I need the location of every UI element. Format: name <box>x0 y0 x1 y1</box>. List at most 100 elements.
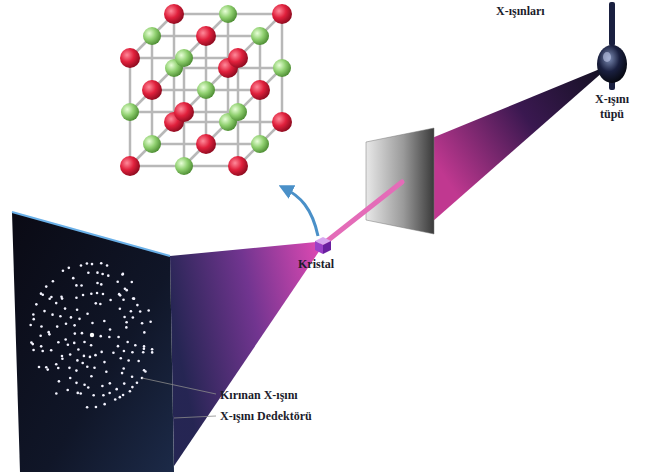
diffraction-spot <box>91 322 94 325</box>
diffraction-spot <box>141 322 144 325</box>
diffraction-spot <box>55 363 58 366</box>
diffraction-spot <box>101 385 104 388</box>
diffraction-spot <box>122 273 125 276</box>
diffraction-spot <box>32 318 35 321</box>
diffraction-spot <box>119 308 122 311</box>
diffraction-spot <box>121 372 124 375</box>
diffraction-spot <box>73 342 76 345</box>
diffraction-spot <box>35 303 38 306</box>
diffraction-spot <box>129 390 132 393</box>
diffraction-spot <box>67 343 70 346</box>
crystal-lattice <box>120 4 292 176</box>
xray-tube <box>597 2 627 90</box>
lattice-atom <box>164 4 184 24</box>
diffraction-spot <box>70 316 73 319</box>
diffraction-spot <box>132 297 135 300</box>
diffraction-spot <box>131 351 134 354</box>
lattice-atom <box>120 156 140 176</box>
diffraction-spot <box>136 304 139 307</box>
lattice-atom <box>219 5 237 23</box>
diffraction-spot <box>126 341 129 344</box>
diffraction-spot <box>103 361 106 364</box>
diffraction-spot <box>75 382 78 385</box>
diffracted-cone <box>170 242 322 466</box>
diffraction-spot <box>55 392 58 395</box>
diffraction-spot <box>116 280 119 283</box>
diffraction-spot <box>40 325 43 328</box>
diffraction-spot <box>151 351 154 354</box>
diffraction-spot <box>64 338 67 341</box>
lattice-atom <box>196 26 216 46</box>
diffraction-spot <box>50 349 53 352</box>
diffraction-spot <box>106 264 109 267</box>
lattice-atom <box>175 157 193 175</box>
diffraction-spot <box>76 392 79 395</box>
diffraction-spot <box>100 351 103 354</box>
diffraction-spot <box>83 383 86 386</box>
diffraction-spot <box>147 309 150 312</box>
crystal-sample <box>315 237 331 254</box>
diffraction-spot <box>102 394 105 397</box>
diffraction-spot <box>52 280 55 283</box>
diffraction-spot <box>80 284 83 287</box>
diffraction-spot <box>40 345 43 348</box>
diffraction-spot <box>86 365 89 368</box>
diffraction-spot <box>117 336 120 339</box>
diffraction-spot <box>143 347 146 350</box>
diffraction-spot <box>29 324 32 327</box>
diffraction-spot <box>45 285 48 288</box>
diffraction-spot <box>68 367 71 370</box>
diffraction-spot <box>139 310 142 313</box>
diffraction-spot <box>108 336 111 339</box>
diffraction-spot <box>96 292 99 295</box>
diffraction-spot <box>94 354 97 357</box>
diffraction-spot <box>103 320 106 323</box>
diffraction-spot <box>86 312 89 315</box>
diffraction-spot <box>38 366 41 369</box>
diffraction-spot <box>151 348 154 351</box>
diffraction-spot <box>108 392 111 395</box>
diffraction-spot <box>86 406 89 409</box>
diffraction-spot <box>137 360 140 363</box>
diffraction-spot <box>142 351 145 354</box>
diffraction-spot <box>58 380 61 383</box>
lattice-atom <box>143 135 161 153</box>
diffraction-spot <box>123 316 126 319</box>
diffraction-spot <box>73 324 76 327</box>
diffraction-spot <box>136 381 139 384</box>
diffraction-spot <box>81 362 84 365</box>
lattice-bond <box>238 68 282 112</box>
beam-label: X-ışınları <box>496 4 545 19</box>
diffraction-spot <box>78 318 81 321</box>
detector-screen <box>12 212 174 472</box>
lattice-atom <box>196 134 216 154</box>
diffraction-spot <box>143 345 146 348</box>
diffraction-spot <box>32 313 35 316</box>
diffraction-spot <box>143 331 146 334</box>
diffraction-spot <box>102 293 105 296</box>
lattice-atom <box>228 48 248 68</box>
diffraction-spot <box>121 273 124 276</box>
diffraction-spot <box>100 283 103 286</box>
diffraction-spot <box>107 274 110 277</box>
diffraction-spot <box>86 262 89 265</box>
diffraction-spots <box>29 262 153 409</box>
diffraction-spot <box>115 388 118 391</box>
diffraction-spot <box>109 299 112 302</box>
diffraction-spot <box>87 271 90 274</box>
diffraction-spot <box>99 335 102 338</box>
diffracted-ray-label: Kırınan X-ışını <box>220 388 298 403</box>
diffraction-spot <box>94 302 97 305</box>
diffraction-spot <box>130 281 133 284</box>
diffraction-spot <box>103 403 106 406</box>
diffraction-spot <box>76 359 79 362</box>
diffraction-spot <box>122 394 125 397</box>
zoom-arrow <box>284 188 318 236</box>
diffraction-spot <box>59 315 62 318</box>
diffraction-spot <box>61 297 64 300</box>
lattice-atom <box>273 59 291 77</box>
diffraction-spot <box>83 341 86 344</box>
diffraction-spot <box>68 267 71 270</box>
diffraction-spot <box>109 328 112 331</box>
lattice-atom <box>229 103 247 121</box>
